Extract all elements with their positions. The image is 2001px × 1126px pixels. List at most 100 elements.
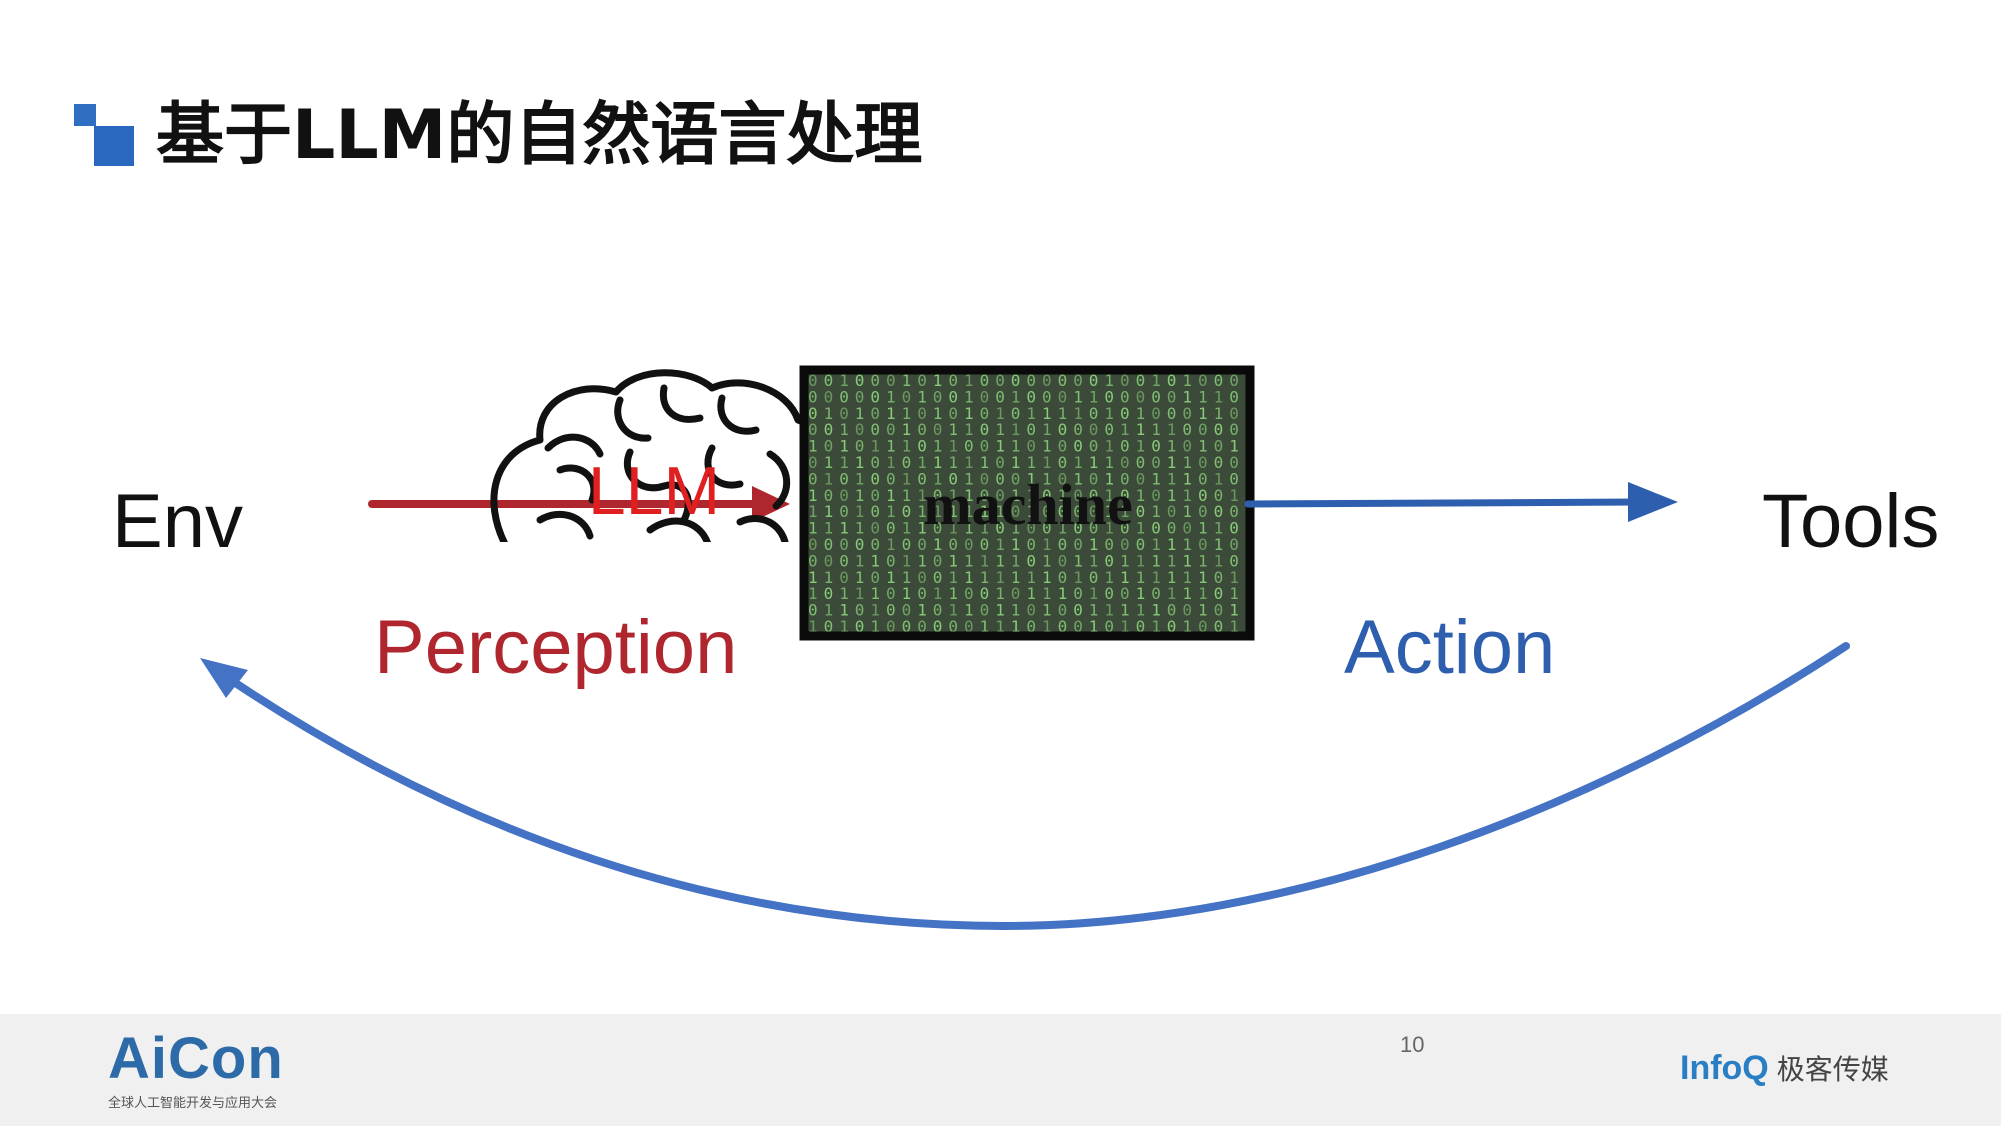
- binary-digit: 1: [1089, 584, 1099, 603]
- binary-digit: 0: [1229, 420, 1239, 439]
- binary-digit: 0: [1136, 535, 1146, 554]
- binary-digit: 1: [1073, 568, 1083, 587]
- brain-icon: [490, 369, 810, 542]
- binary-digit: 0: [1058, 420, 1068, 439]
- binary-digit: 1: [1011, 387, 1021, 406]
- binary-digit: 0: [808, 535, 818, 554]
- binary-digit: 1: [1198, 584, 1208, 603]
- binary-digit: 1: [1151, 371, 1161, 390]
- feedback-loop-arrow-head: [200, 658, 248, 698]
- perception-arrow-head: [752, 486, 790, 522]
- bullet-small-square: [74, 104, 96, 126]
- binary-digit: 1: [855, 486, 865, 505]
- binary-digit: 0: [886, 584, 896, 603]
- binary-digit: 1: [902, 371, 912, 390]
- binary-digit: 1: [824, 404, 834, 423]
- binary-digit: 1: [855, 469, 865, 488]
- binary-digit: 1: [948, 519, 958, 538]
- binary-digit: 0: [980, 404, 990, 423]
- binary-digit: 1: [948, 502, 958, 521]
- binary-digit: 0: [1229, 535, 1239, 554]
- binary-digit: 1: [1042, 420, 1052, 439]
- binary-digit: 0: [1058, 502, 1068, 521]
- binary-digit: 1: [1198, 437, 1208, 456]
- binary-digit: 1: [948, 486, 958, 505]
- binary-digit: 0: [1229, 469, 1239, 488]
- binary-digit: 1: [839, 453, 849, 472]
- binary-digit: 1: [902, 584, 912, 603]
- binary-digit: 0: [1167, 519, 1177, 538]
- binary-digit: 1: [964, 371, 974, 390]
- binary-digit: 0: [1120, 535, 1130, 554]
- binary-digit: 1: [839, 420, 849, 439]
- binary-digit: 1: [1104, 469, 1114, 488]
- binary-digit: 1: [1229, 601, 1239, 620]
- binary-digit: 1: [995, 568, 1005, 587]
- binary-digit: 0: [1058, 535, 1068, 554]
- binary-digit: 0: [1026, 601, 1036, 620]
- binary-digit: 1: [933, 437, 943, 456]
- binary-digit: 1: [1026, 404, 1036, 423]
- binary-digit: 0: [1136, 387, 1146, 406]
- binary-digit: 0: [1089, 486, 1099, 505]
- binary-digit: 0: [886, 420, 896, 439]
- binary-digit: 1: [980, 617, 990, 636]
- binary-digit: 0: [1073, 617, 1083, 636]
- binary-digit: 1: [917, 502, 927, 521]
- binary-digit: 0: [855, 617, 865, 636]
- binary-digit: 0: [855, 371, 865, 390]
- binary-digit: 0: [1182, 519, 1192, 538]
- binary-digit: 0: [1198, 453, 1208, 472]
- binary-digit: 1: [1198, 387, 1208, 406]
- tools-label: Tools: [1762, 479, 1940, 564]
- binary-digit: 1: [855, 502, 865, 521]
- binary-digit: 0: [1073, 371, 1083, 390]
- binary-digit: 1: [917, 601, 927, 620]
- binary-digit: 0: [808, 371, 818, 390]
- binary-digit: 1: [1011, 486, 1021, 505]
- binary-digit: 1: [1073, 469, 1083, 488]
- binary-digit: 1: [995, 584, 1005, 603]
- binary-digit: 1: [855, 453, 865, 472]
- binary-digit: 0: [870, 387, 880, 406]
- binary-digit: 1: [1229, 486, 1239, 505]
- binary-digit: 0: [980, 469, 990, 488]
- binary-digit: 0: [917, 617, 927, 636]
- binary-digit: 0: [980, 535, 990, 554]
- binary-digit: 1: [1089, 617, 1099, 636]
- binary-digit: 0: [870, 453, 880, 472]
- binary-digit: 1: [1042, 617, 1052, 636]
- binary-digit: 1: [1073, 404, 1083, 423]
- binary-digit: 0: [1120, 371, 1130, 390]
- binary-digit: 0: [1104, 551, 1114, 570]
- binary-digit: 1: [1104, 404, 1114, 423]
- binary-digit: 1: [1042, 469, 1052, 488]
- binary-digit: 0: [948, 617, 958, 636]
- binary-digit: 1: [1011, 519, 1021, 538]
- binary-digit: 0: [1136, 371, 1146, 390]
- binary-digit: 0: [995, 387, 1005, 406]
- binary-digit: 0: [1026, 551, 1036, 570]
- binary-digit: 1: [933, 453, 943, 472]
- binary-digit: 0: [839, 568, 849, 587]
- aicon-logo-word: AiCon: [108, 1026, 284, 1091]
- binary-digit: 0: [886, 617, 896, 636]
- binary-digit: 0: [1026, 519, 1036, 538]
- binary-digit: 1: [1104, 502, 1114, 521]
- binary-digit: 0: [1182, 420, 1192, 439]
- binary-digit: 1: [1182, 617, 1192, 636]
- binary-digit: 0: [1073, 502, 1083, 521]
- binary-digit: 1: [1136, 519, 1146, 538]
- binary-digit: 0: [1151, 584, 1161, 603]
- binary-digit: 0: [886, 601, 896, 620]
- binary-digit: 0: [1198, 535, 1208, 554]
- binary-digit: 1: [1120, 601, 1130, 620]
- binary-digit: 1: [1182, 584, 1192, 603]
- binary-digit: 0: [1198, 420, 1208, 439]
- binary-digit: 0: [1136, 502, 1146, 521]
- binary-digit: 1: [1167, 420, 1177, 439]
